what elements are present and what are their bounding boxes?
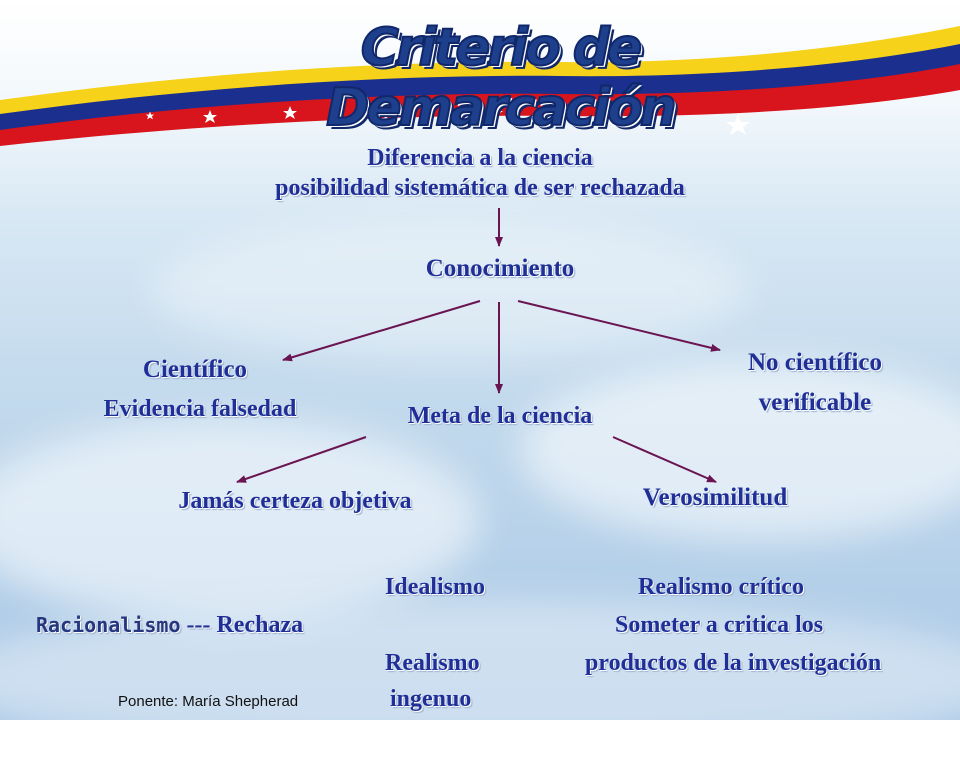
top-line-2: posibilidad sistemática de ser rechazada — [275, 175, 685, 201]
node-no-cientifico: No científico — [748, 349, 882, 376]
arrow-to-jamas — [236, 436, 367, 483]
node-verosimilitud: Verosimilitud — [642, 484, 788, 511]
node-jamas-certeza-objetiva: Jamás certeza objetiva — [178, 488, 412, 514]
node-conocimiento: Conocimiento — [425, 255, 575, 282]
label-racionalismo-rechaza: Racionalismo --- Rechaza — [36, 613, 303, 637]
node-evidencia-falsedad: Evidencia falsedad — [103, 396, 297, 422]
flag-stars — [145, 104, 750, 135]
node-meta-de-la-ciencia: Meta de la ciencia — [407, 403, 593, 429]
label-someter: Someter a critica los — [615, 612, 824, 638]
label-idealismo: Idealismo — [385, 574, 486, 600]
top-line-1: Diferencia a la ciencia — [367, 145, 593, 171]
slide-title: Criterio de Demarcación — [325, 17, 678, 139]
node-verificable: verificable — [758, 389, 872, 416]
concept-arrows — [236, 208, 721, 483]
label-realismo-critico: Realismo crítico — [638, 574, 804, 600]
presenter-credit: Ponente: María Shepherad — [118, 693, 299, 710]
label-productos: productos de la investigación — [585, 650, 882, 676]
arrow-to-cientifico — [282, 300, 481, 362]
venezuela-flag-band — [0, 26, 960, 146]
label-realismo: Realismo — [385, 650, 480, 676]
label-rechaza: --- Rechaza — [180, 612, 304, 638]
label-racionalismo: Racionalismo — [36, 613, 181, 637]
arrow-to-verosimilitud — [612, 436, 717, 483]
label-ingenuo: ingenuo — [390, 686, 472, 712]
node-cientifico: Científico — [142, 356, 248, 383]
arrow-to-no-cientifico — [517, 300, 721, 352]
